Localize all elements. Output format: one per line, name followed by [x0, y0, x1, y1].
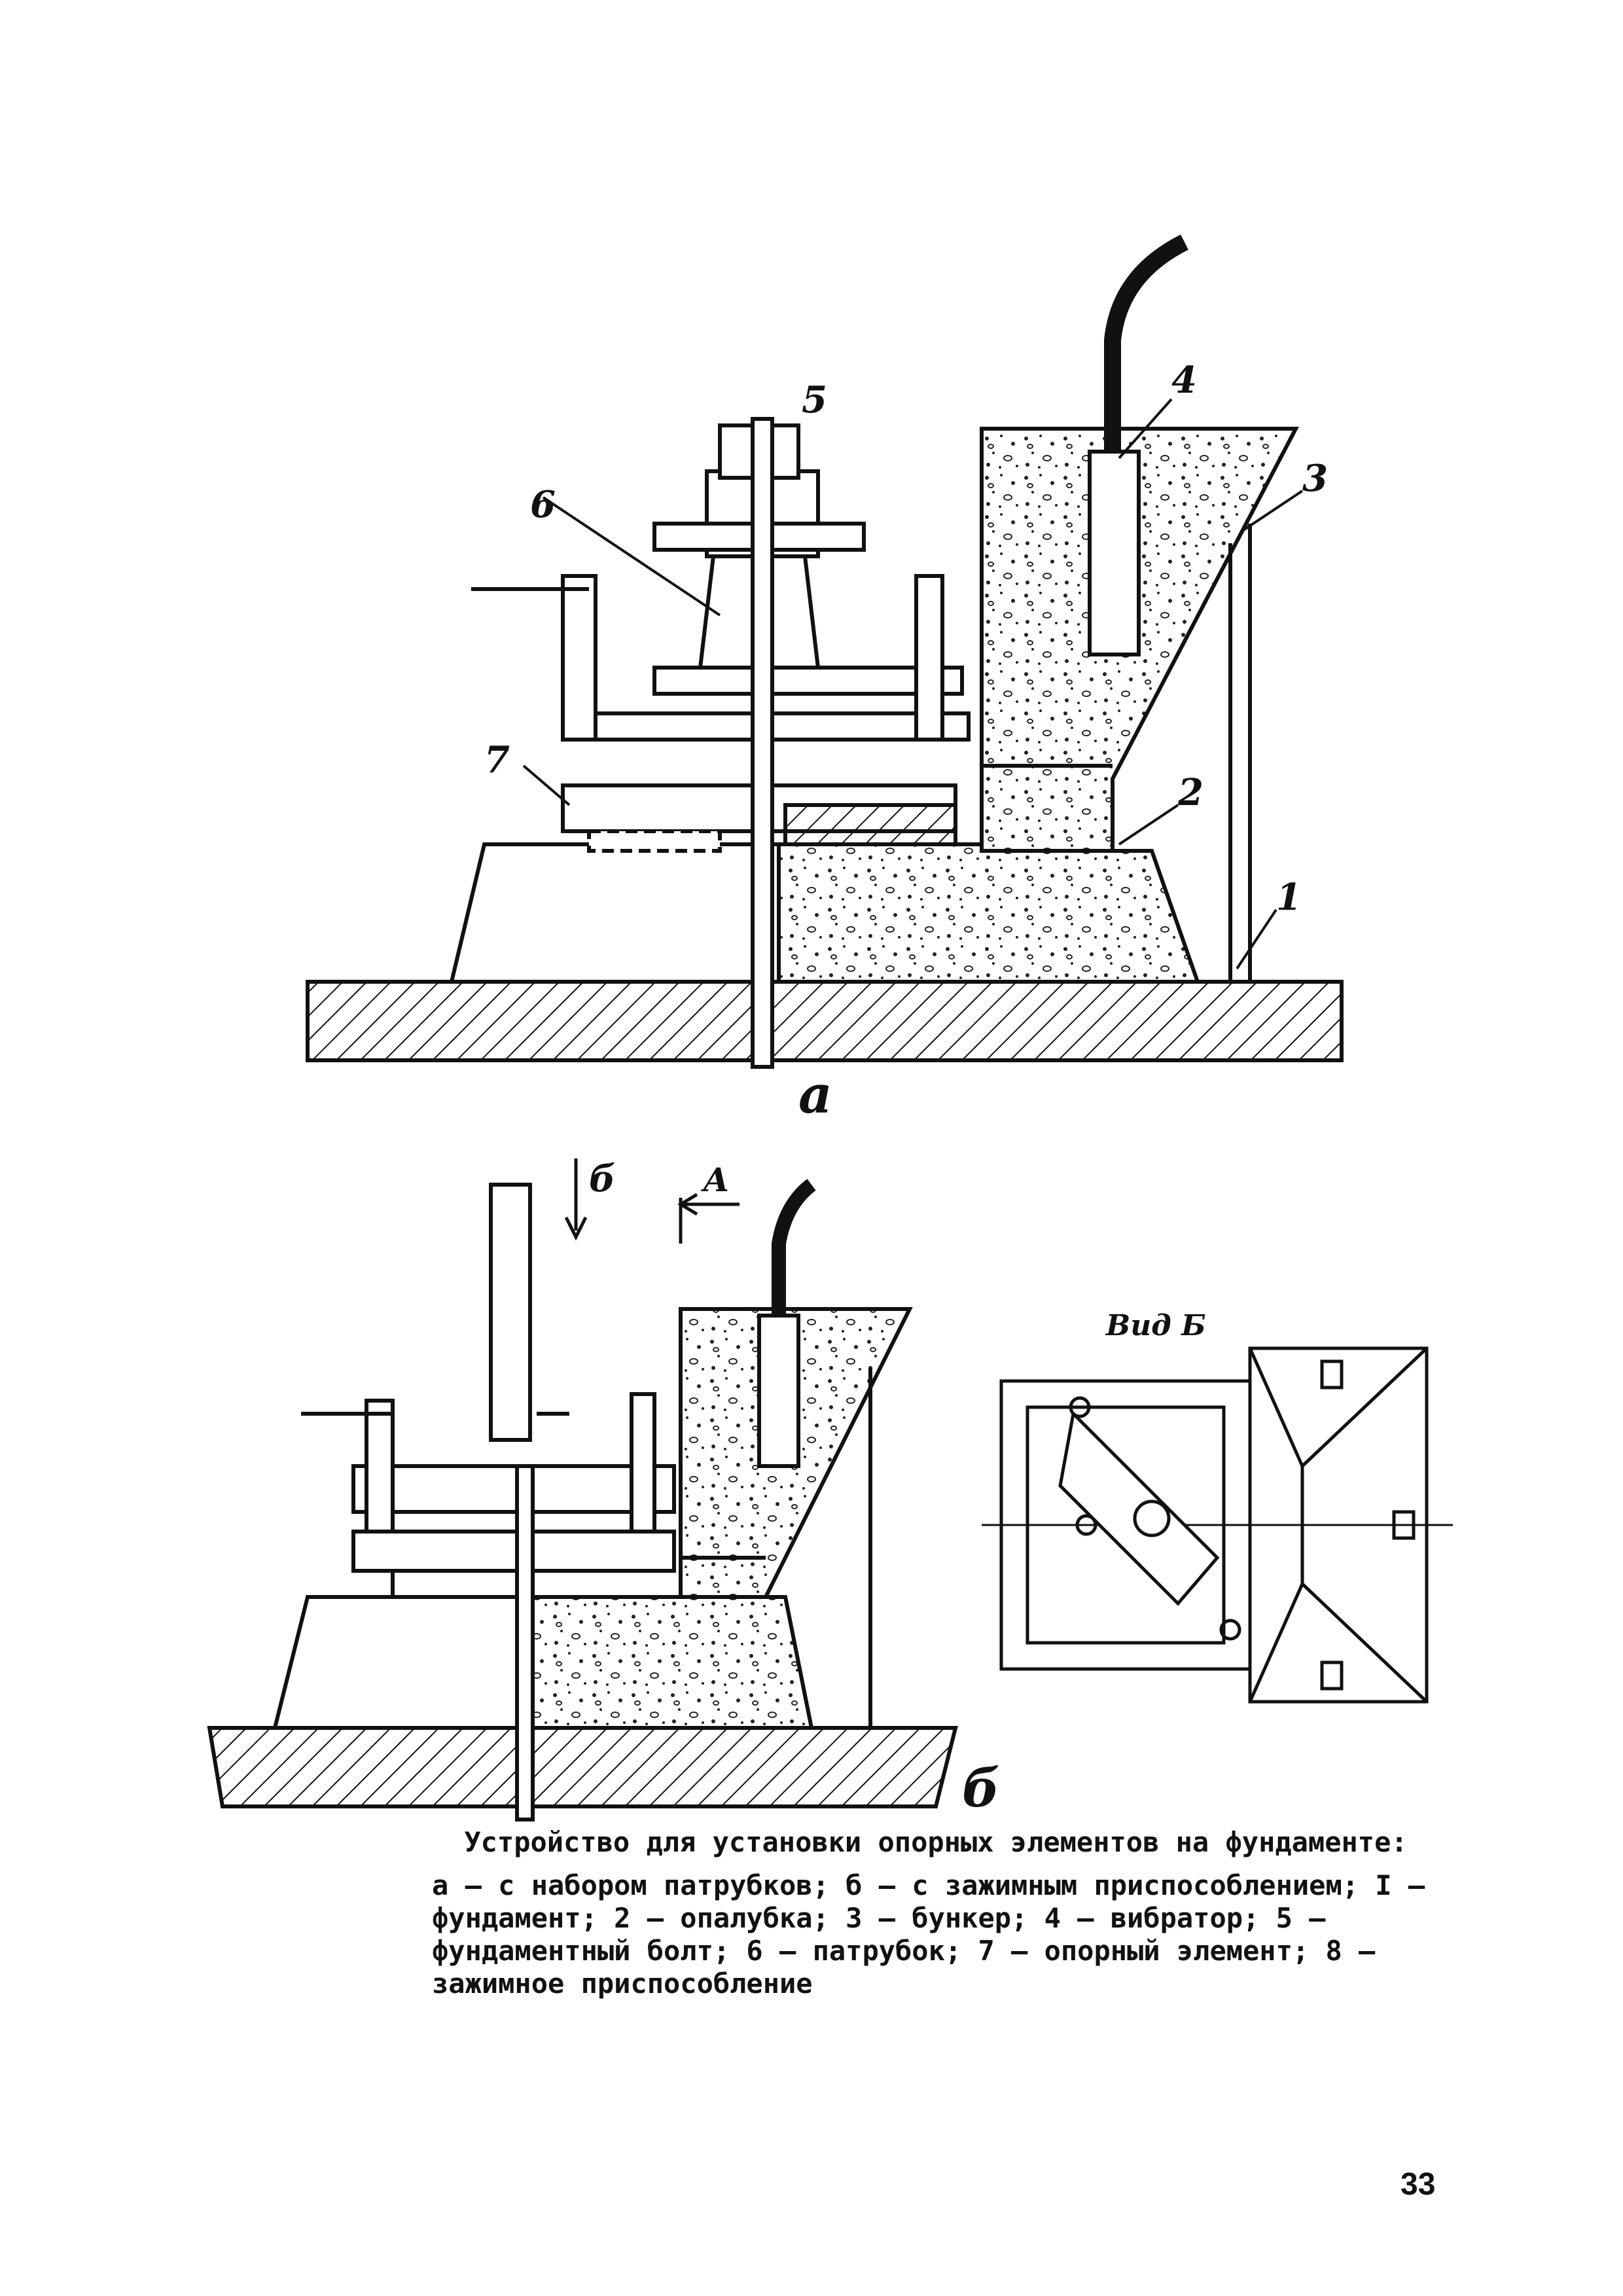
view-b-plan: [982, 1346, 1453, 1704]
caption-legend: а – с набором патрубков; б – с зажимным …: [432, 1869, 1425, 2000]
subfigure-label-b: б: [962, 1757, 1000, 1819]
callout-4: 4: [1171, 359, 1197, 402]
figure-caption: Устройство для установки опорных элемент…: [432, 1826, 1440, 2000]
concrete-b: [522, 1595, 814, 1730]
view-arrow-b-label: б: [589, 1157, 615, 1200]
ground-b: [207, 1726, 958, 1808]
callout-2: 2: [1177, 771, 1204, 814]
foundation-b: [272, 1595, 526, 1730]
foundation-bolt-a: [751, 417, 774, 1069]
section-arrow-label: A: [701, 1160, 729, 1199]
page-number: 33: [1400, 2167, 1436, 2202]
callout-3: 3: [1302, 457, 1328, 500]
view-b-label: Вид Б: [1105, 1309, 1206, 1342]
callout-1: 1: [1276, 876, 1302, 919]
figure-a: [306, 234, 1344, 1069]
vibrator-b: [757, 1314, 800, 1468]
ground-a: [306, 980, 1344, 1062]
vibrator-a: [1088, 450, 1141, 656]
callout-7: 7: [484, 738, 510, 781]
foundation-bolt-b: [515, 1464, 535, 1821]
caption-title: Устройство для установки опорных элемент…: [464, 1826, 1408, 1858]
callout-6: 6: [530, 483, 556, 526]
subfigure-label-a: a: [798, 1064, 832, 1125]
figure-b: [207, 1158, 958, 1821]
concrete-a: [777, 842, 1201, 984]
callout-5: 5: [802, 378, 827, 422]
foundation-a: [449, 842, 781, 984]
